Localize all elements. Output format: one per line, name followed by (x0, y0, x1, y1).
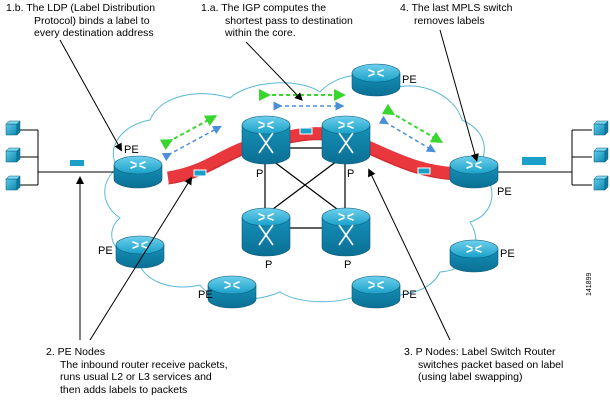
host-right-2 (593, 147, 609, 163)
host-left-3 (5, 175, 21, 191)
hosts (5, 120, 609, 191)
annotation-p-nodes-line1: 3. P Nodes: Label Switch Router (404, 346, 556, 358)
router-pe-top (351, 63, 401, 97)
router-pe-left (113, 155, 163, 189)
figure-id: 141899 (586, 272, 593, 296)
annotation-igp-line2: shortest pass to destination (225, 14, 353, 27)
host-right-1 (593, 120, 609, 136)
packet-on-path-2 (299, 127, 313, 135)
annotation-igp-line3: within the core. (225, 27, 296, 39)
router-pe-bottom-left (207, 275, 257, 309)
label-switched-path (166, 127, 459, 185)
packet-on-path-1 (193, 169, 207, 177)
router-pe-right (449, 155, 499, 189)
annotation-pe-nodes-line2: The inbound router receive packets, (60, 358, 228, 371)
router-pe-bottom-right (351, 275, 401, 309)
annotation-p-nodes-line2: switches packet based on label (418, 358, 564, 371)
annotation-p-nodes-line3: (using label swapping) (418, 371, 523, 383)
igp-arrows (159, 89, 444, 162)
annotation-last-switch: 4. The last MPLS switch removes labels (400, 2, 512, 27)
annotation-pe-nodes-line4: then adds labels to packets (60, 383, 188, 396)
router-pe-mid-right (449, 239, 499, 273)
label-p-bottom-left: P (265, 259, 272, 271)
label-p-top-left: P (256, 168, 263, 180)
annotation-igp-line1: 1.a. The IGP computes the (201, 2, 327, 14)
label-pe-bottom-right: PE (402, 289, 417, 301)
router-p-bottom-right (321, 207, 371, 257)
label-pe-mid-left: PE (98, 245, 113, 257)
label-p-top-right: P (347, 168, 354, 180)
annotation-pe-nodes: 2. PE Nodes The inbound router receive p… (46, 346, 228, 396)
packet-on-path-3 (417, 167, 431, 175)
annotation-ldp: 1.b. The LDP (Label Distribution Protoco… (6, 2, 155, 40)
host-left-1 (5, 120, 21, 136)
router-p-bottom-left (241, 207, 291, 257)
host-left-2 (5, 147, 21, 163)
edge-links (18, 129, 592, 186)
annotation-last-switch-line2: removes labels (414, 14, 485, 27)
network-cloud (104, 74, 493, 303)
label-pe-bottom-left: PE (198, 289, 213, 301)
annotation-igp: 1.a. The IGP computes the shortest pass … (201, 2, 353, 40)
annotation-pe-nodes-line1: 2. PE Nodes (46, 346, 105, 358)
router-pe-mid-left (115, 235, 165, 269)
router-labels: PE PE PE PE PE PE PE P P P P (98, 74, 515, 301)
packet-unlabeled-right (522, 157, 546, 165)
router-p-top-left (241, 115, 291, 165)
label-pe-mid-right: PE (500, 248, 515, 260)
router-p-top-right (321, 115, 371, 165)
annotation-p-nodes: 3. P Nodes: Label Switch Router switches… (404, 346, 563, 384)
annotation-ldp-line2: Protocol) binds a label to (34, 14, 150, 27)
annotation-ldp-line1: 1.b. The LDP (Label Distribution (6, 2, 156, 14)
routers (113, 63, 499, 309)
label-pe-top: PE (402, 74, 417, 86)
annotation-pe-nodes-line3: runs usual L2 or L3 services and (60, 371, 212, 383)
packet-unlabeled-left (70, 160, 84, 166)
callout-lines (59, 29, 479, 341)
label-pe-left: PE (124, 144, 139, 156)
label-pe-right: PE (497, 186, 512, 198)
host-right-3 (593, 175, 609, 191)
label-p-bottom-right: P (344, 259, 351, 271)
annotation-ldp-line3: every destination address (34, 27, 154, 39)
annotation-last-switch-line1: 4. The last MPLS switch (400, 2, 513, 14)
